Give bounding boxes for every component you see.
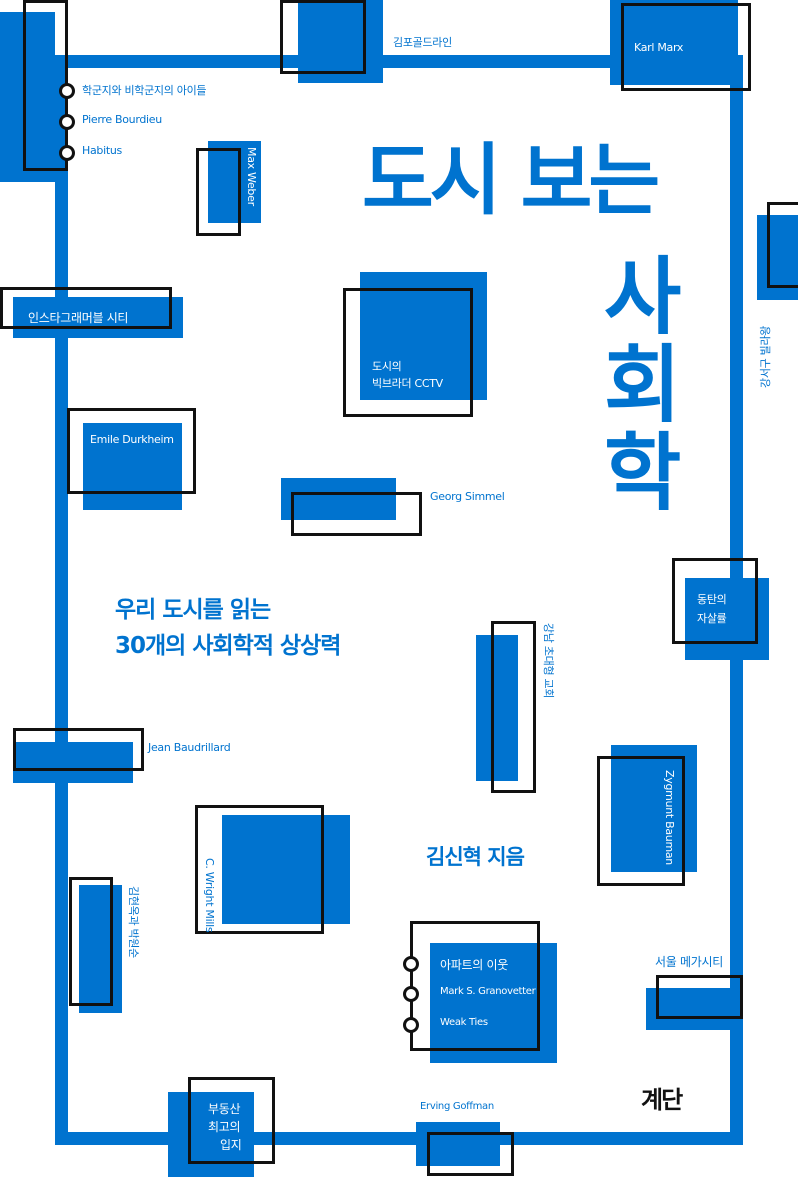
outline	[656, 975, 743, 1019]
outline	[196, 148, 241, 236]
block	[222, 815, 350, 924]
label-estate2: 최고의	[208, 1120, 241, 1134]
outline	[491, 621, 536, 793]
label-estate3: 입지	[220, 1138, 242, 1152]
node-icon	[403, 986, 419, 1002]
outline	[343, 288, 473, 417]
label-church: 강남 초대형 교회	[542, 623, 555, 699]
subtitle-line1: 우리 도시를 읽는	[115, 597, 271, 623]
label-durkheim: Emile Durkheim	[90, 433, 174, 446]
subtitle-line2: 30개의 사회학적 상상력	[115, 633, 341, 659]
frame-top	[55, 55, 743, 68]
label-seoul: 서울 메가시티	[655, 955, 723, 969]
outline	[67, 408, 196, 494]
block	[13, 297, 183, 338]
label-estate1: 부동산	[208, 1102, 241, 1116]
label-bourdieu: Pierre Bourdieu	[82, 113, 162, 126]
node-icon	[59, 145, 75, 161]
outline	[13, 728, 144, 771]
frame-bottom	[55, 1132, 743, 1145]
block	[0, 12, 55, 182]
block	[610, 0, 738, 85]
label-mills: C. Wright Mills	[203, 858, 216, 933]
label-school: 학군지와 비학군지의 아이들	[82, 84, 207, 97]
label-dongtan1: 동탄의	[697, 593, 727, 606]
block	[416, 1122, 500, 1166]
block	[208, 141, 261, 223]
outline	[427, 1132, 514, 1176]
label-cctv1: 도시의	[372, 360, 402, 373]
label-cctv2: 빅브라더 CCTV	[372, 377, 443, 390]
block	[281, 478, 396, 520]
label-weakties: Weak Ties	[440, 1017, 488, 1028]
node-icon	[59, 83, 75, 99]
title-char: 회	[604, 336, 682, 434]
block	[13, 742, 133, 783]
outline	[195, 805, 324, 934]
author: 김신혁 지음	[426, 845, 525, 869]
node-icon	[59, 114, 75, 130]
block	[298, 0, 383, 83]
title-line1: 도시 보는	[362, 136, 660, 226]
outline	[291, 492, 422, 536]
outline	[621, 3, 751, 91]
node-icon	[403, 1017, 419, 1033]
publisher-logo: 계단	[641, 1086, 683, 1114]
label-goffman: Erving Goffman	[420, 1101, 494, 1112]
label-bauman: Zygmunt Bauman	[663, 770, 676, 865]
block	[79, 885, 122, 1013]
frame-left	[55, 55, 68, 1145]
label-dongtan2: 자살률	[697, 612, 727, 625]
label-kim: 김현옥과 박원순	[127, 886, 140, 958]
outline	[767, 202, 798, 288]
outline	[69, 877, 113, 1006]
label-marx: Karl Marx	[634, 41, 684, 54]
block	[360, 272, 487, 400]
label-apt: 아파트의 이웃	[440, 958, 508, 972]
block	[646, 988, 738, 1030]
label-habitus: Habitus	[82, 144, 122, 157]
label-insta: 인스타그래머블 시티	[28, 311, 129, 325]
label-gimpo: 김포골드라인	[393, 36, 452, 49]
label-baudrillard: Jean Baudrillard	[148, 741, 231, 754]
label-weber: Max Weber	[245, 147, 258, 206]
outline	[280, 0, 366, 74]
label-simmel: Georg Simmel	[430, 490, 505, 503]
outline	[672, 558, 758, 644]
outline	[188, 1077, 275, 1164]
block	[83, 423, 182, 510]
outline	[597, 756, 685, 886]
outline	[0, 287, 172, 329]
block	[430, 943, 557, 1063]
title-char: 학	[604, 424, 682, 522]
label-gangseo: 강서구 빌라왕	[759, 325, 772, 388]
node-icon	[403, 956, 419, 972]
block	[476, 635, 518, 781]
label-granovetter: Mark S. Granovetter	[440, 986, 536, 997]
title-char: 사	[604, 248, 682, 346]
